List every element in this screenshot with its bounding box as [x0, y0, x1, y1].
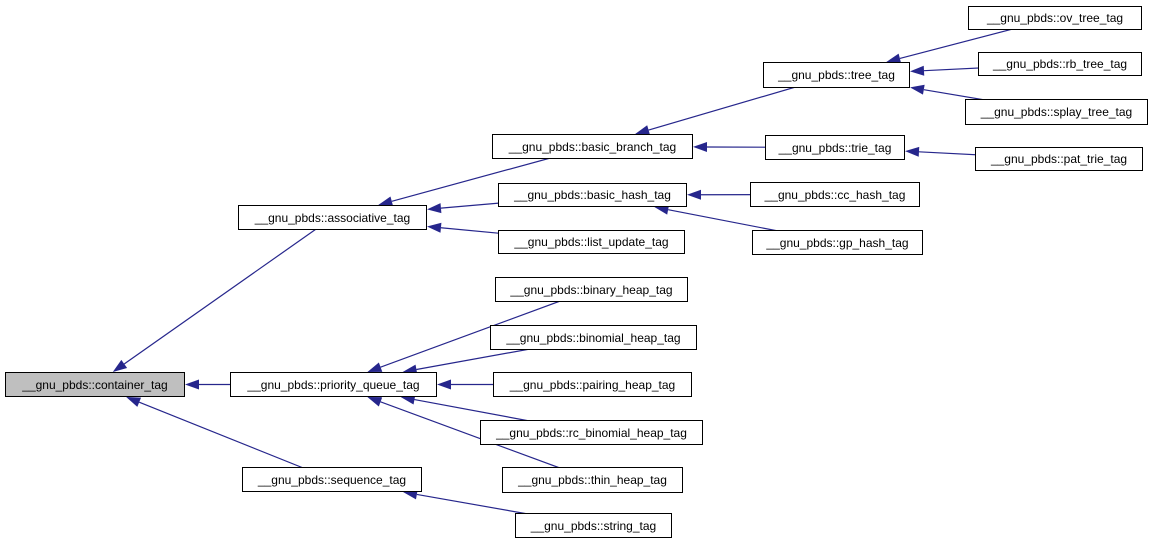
node-label: __gnu_pbds::pat_trie_tag — [990, 152, 1128, 166]
node-thin_heap_tag[interactable]: __gnu_pbds::thin_heap_tag — [502, 467, 683, 493]
node-priority_queue_tag[interactable]: __gnu_pbds::priority_queue_tag — [230, 372, 437, 397]
arrowhead-icon — [886, 53, 902, 64]
arrowhead-icon — [112, 359, 128, 372]
inheritance-edge-sequence_tag-to-container_tag — [138, 401, 333, 481]
node-label: __gnu_pbds::thin_heap_tag — [518, 473, 667, 487]
node-label: __gnu_pbds::rb_tree_tag — [992, 57, 1128, 71]
node-label: __gnu_pbds::tree_tag — [778, 68, 895, 82]
node-label: __gnu_pbds::pairing_heap_tag — [509, 377, 676, 392]
node-label: __gnu_pbds::binary_heap_tag — [510, 282, 673, 297]
node-label: __gnu_pbds::container_tag — [22, 377, 168, 392]
node-label: __gnu_pbds::gp_hash_tag — [766, 235, 909, 250]
arrowhead-icon — [185, 379, 199, 390]
node-tree_tag[interactable]: __gnu_pbds::tree_tag — [763, 62, 910, 88]
node-cc_hash_tag[interactable]: __gnu_pbds::cc_hash_tag — [750, 182, 920, 207]
arrowhead-icon — [367, 362, 383, 372]
arrowhead-icon — [654, 204, 670, 215]
node-label: __gnu_pbds::trie_tag — [778, 140, 892, 155]
inheritance-edge-binary_heap_tag-to-priority_queue_tag — [380, 288, 592, 368]
node-label: __gnu_pbds::list_update_tag — [514, 235, 669, 249]
arrowhead-icon — [910, 84, 925, 95]
node-label: __gnu_pbds::string_tag — [530, 518, 657, 533]
node-rb_tree_tag[interactable]: __gnu_pbds::rb_tree_tag — [978, 52, 1142, 76]
arrowhead-icon — [427, 222, 442, 233]
arrowhead-icon — [905, 146, 920, 157]
node-container_tag: __gnu_pbds::container_tag — [5, 372, 185, 397]
node-pairing_heap_tag[interactable]: __gnu_pbds::pairing_heap_tag — [493, 372, 692, 397]
node-label: __gnu_pbds::priority_queue_tag — [247, 377, 420, 392]
arrowhead-icon — [910, 65, 925, 76]
node-gp_hash_tag[interactable]: __gnu_pbds::gp_hash_tag — [752, 230, 923, 255]
node-label: __gnu_pbds::ov_tree_tag — [986, 11, 1124, 25]
arrowhead-icon — [437, 379, 451, 390]
arrowhead-icon — [378, 196, 394, 207]
node-pat_trie_tag[interactable]: __gnu_pbds::pat_trie_tag — [975, 147, 1143, 171]
arrowhead-icon — [402, 364, 418, 375]
arrowhead-icon — [126, 397, 142, 407]
node-list_update_tag[interactable]: __gnu_pbds::list_update_tag — [498, 230, 685, 254]
arrowhead-icon — [693, 141, 708, 152]
node-label: __gnu_pbds::binomial_heap_tag — [506, 330, 681, 345]
arrowhead-icon — [367, 397, 383, 407]
node-label: __gnu_pbds::basic_branch_tag — [508, 139, 677, 154]
node-basic_branch_tag[interactable]: __gnu_pbds::basic_branch_tag — [492, 134, 693, 159]
node-label: __gnu_pbds::cc_hash_tag — [764, 187, 906, 202]
node-string_tag[interactable]: __gnu_pbds::string_tag — [515, 513, 672, 538]
arrowhead-icon — [400, 394, 416, 405]
arrowhead-icon — [635, 125, 650, 135]
node-label: __gnu_pbds::splay_tree_tag — [980, 105, 1133, 119]
arrowhead-icon — [427, 203, 442, 214]
node-label: __gnu_pbds::rc_binomial_heap_tag — [496, 425, 687, 440]
node-splay_tree_tag[interactable]: __gnu_pbds::splay_tree_tag — [965, 99, 1148, 125]
node-binary_heap_tag[interactable]: __gnu_pbds::binary_heap_tag — [495, 277, 688, 302]
node-label: __gnu_pbds::sequence_tag — [257, 472, 407, 487]
node-sequence_tag[interactable]: __gnu_pbds::sequence_tag — [242, 467, 422, 492]
arrowhead-icon — [687, 189, 702, 200]
node-ov_tree_tag[interactable]: __gnu_pbds::ov_tree_tag — [968, 6, 1142, 30]
node-basic_hash_tag[interactable]: __gnu_pbds::basic_hash_tag — [498, 183, 687, 207]
node-associative_tag[interactable]: __gnu_pbds::associative_tag — [238, 205, 427, 230]
node-label: __gnu_pbds::basic_hash_tag — [514, 188, 671, 202]
node-rc_binomial_heap_tag[interactable]: __gnu_pbds::rc_binomial_heap_tag — [480, 420, 703, 445]
node-label: __gnu_pbds::associative_tag — [254, 210, 411, 225]
inheritance-edge-associative_tag-to-container_tag — [123, 217, 333, 365]
node-binomial_heap_tag[interactable]: __gnu_pbds::binomial_heap_tag — [490, 325, 697, 350]
node-trie_tag[interactable]: __gnu_pbds::trie_tag — [765, 135, 905, 160]
